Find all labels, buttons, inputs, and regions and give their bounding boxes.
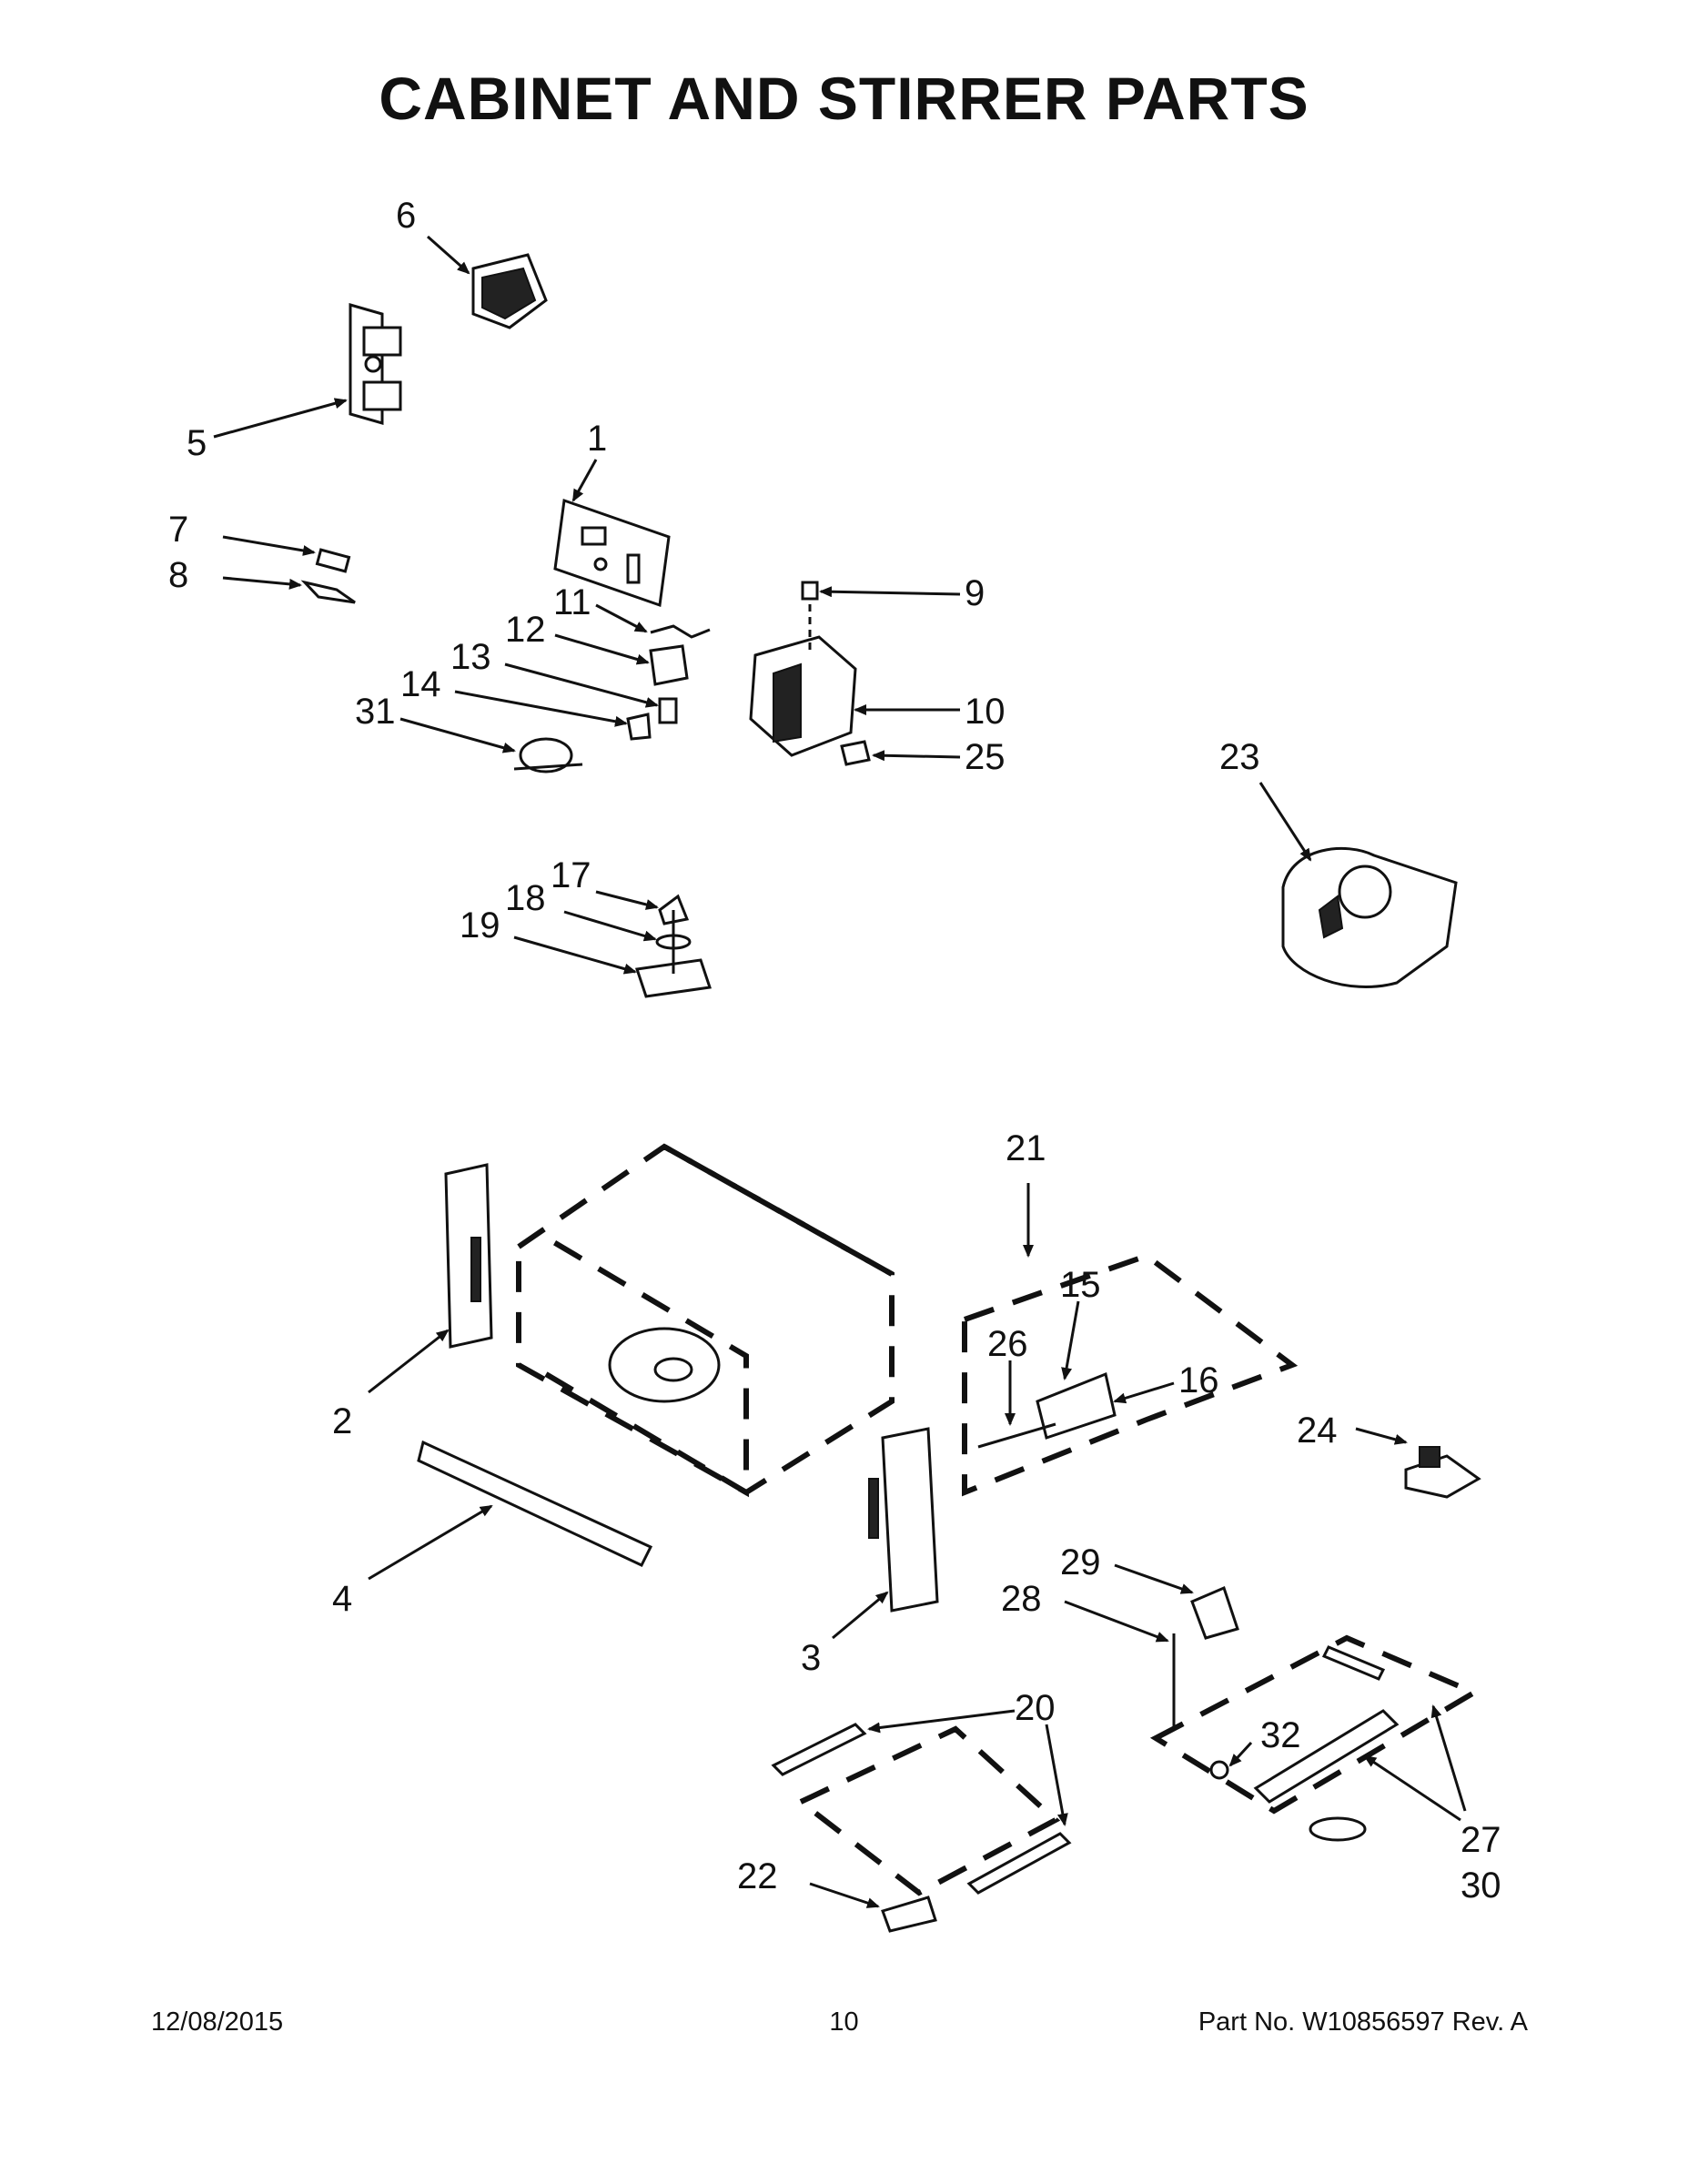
- callout-labels: 1 2 3 4 5 6 7 8 9 10 11 12 13 14 15 16 1…: [168, 196, 1501, 1906]
- footer-page-number: 10: [829, 2007, 859, 2037]
- callout-15: 15: [1060, 1265, 1101, 1305]
- callout-28: 28: [1001, 1579, 1042, 1619]
- part-2-side-panel: [444, 1163, 493, 1349]
- part-10-transformer: [749, 581, 871, 766]
- callout-30: 30: [1461, 1866, 1501, 1906]
- part-24-bracket: [1404, 1446, 1481, 1499]
- part-22-clip: [881, 1896, 937, 1933]
- callout-24: 24: [1297, 1410, 1338, 1451]
- callout-16: 16: [1178, 1360, 1219, 1400]
- callout-25: 25: [965, 737, 1006, 777]
- callout-23: 23: [1219, 737, 1260, 777]
- callout-31: 31: [355, 692, 396, 732]
- part-1-control-board: [553, 498, 671, 608]
- callout-11: 11: [553, 582, 591, 622]
- footer-date: 12/08/2015: [151, 2007, 284, 2037]
- part-7-fuse: [315, 548, 351, 573]
- callout-19: 19: [460, 905, 500, 945]
- page-title: CABINET AND STIRRER PARTS: [379, 65, 1309, 132]
- callout-8: 8: [168, 555, 188, 595]
- callout-20: 20: [1015, 1688, 1056, 1728]
- part-21-assembly: [962, 1252, 1299, 1497]
- part-3-side-panel: [868, 1427, 939, 1613]
- callout-1: 1: [587, 419, 607, 459]
- part-31-thermostat: [513, 737, 583, 774]
- part-4-rail: [417, 1440, 653, 1567]
- callout-5: 5: [187, 423, 207, 463]
- part-5-bracket: [349, 303, 402, 425]
- callout-17: 17: [551, 855, 591, 895]
- part-6-relay: [471, 253, 548, 329]
- footer-part-number: Part No. W10856597 Rev. A: [1198, 2007, 1528, 2037]
- part-8-clip: [300, 580, 356, 604]
- callout-22: 22: [737, 1856, 778, 1896]
- callout-21: 21: [1006, 1128, 1046, 1168]
- callout-29: 29: [1060, 1542, 1101, 1582]
- callout-27: 27: [1461, 1820, 1501, 1860]
- cabinet-outline: [516, 1143, 895, 1498]
- part-17-18-19-mount: [635, 894, 712, 998]
- part-29-bracket: [1190, 1585, 1239, 1640]
- callout-32: 32: [1260, 1715, 1301, 1755]
- callout-10: 10: [965, 692, 1006, 732]
- callout-6: 6: [396, 196, 416, 236]
- part-23-blower: [1281, 846, 1458, 988]
- callout-2: 2: [332, 1401, 352, 1441]
- callout-7: 7: [168, 510, 188, 550]
- leader-lines: [213, 235, 1467, 1908]
- callout-3: 3: [801, 1638, 821, 1678]
- callout-4: 4: [332, 1579, 352, 1619]
- callout-9: 9: [965, 573, 985, 613]
- callout-26: 26: [987, 1324, 1028, 1364]
- part-27-30-32-stirrer-assembly: [1149, 1634, 1481, 1842]
- callout-18: 18: [505, 878, 546, 918]
- callout-14: 14: [400, 664, 441, 704]
- part-20-floor-assembly: [771, 1723, 1072, 1896]
- callout-13: 13: [450, 637, 491, 677]
- callout-12: 12: [505, 610, 546, 650]
- part-11-12-13-14-switch-assembly: [626, 624, 711, 741]
